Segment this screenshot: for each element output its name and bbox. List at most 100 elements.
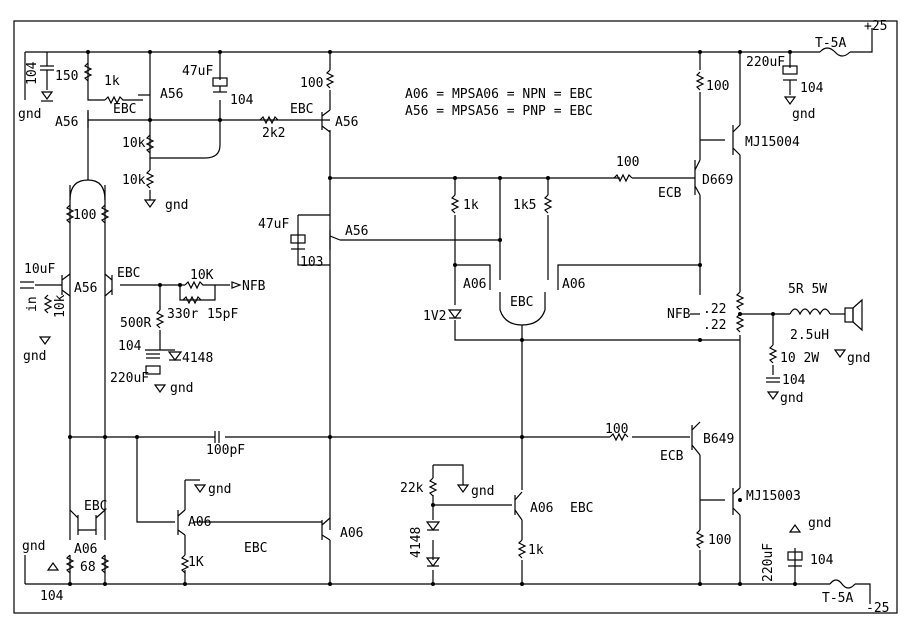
resistor-symbol (184, 280, 213, 290)
component-label: EBC (570, 501, 593, 516)
ground-symbol (40, 91, 54, 102)
component-label: 1k (463, 198, 479, 213)
component-label: 1k (528, 543, 544, 558)
junction-dots (68, 50, 797, 586)
component-label: 104 (782, 373, 806, 388)
capacitor-symbol (145, 353, 161, 375)
component-label: EBC (84, 499, 107, 514)
transistor-symbol (104, 273, 113, 297)
component-label: 10uF (24, 262, 55, 277)
capacitor-symbol (782, 65, 798, 95)
positive-rail-fuse-lead (850, 28, 873, 53)
diode-symbol (447, 309, 463, 319)
resistor-symbol (104, 95, 143, 105)
component-label: 5R 5W (788, 282, 827, 297)
wire (433, 464, 464, 485)
component-label: 220uF (761, 543, 776, 582)
ground-symbol (193, 484, 207, 494)
capacitor-symbol (20, 281, 34, 289)
component-label: gnd (23, 349, 46, 364)
transistor-symbol (321, 109, 331, 133)
resistor-symbol (65, 554, 75, 574)
component-label: 100 (300, 76, 323, 91)
transistor-symbol (732, 487, 741, 516)
resistor-symbol (517, 539, 527, 559)
component-label: 100 (708, 533, 731, 548)
diode-symbol (167, 351, 183, 361)
component-label: 1k (104, 74, 120, 89)
component-label: 4148 (409, 527, 424, 558)
component-label: EBC (117, 266, 140, 281)
transistor-symbol (321, 517, 331, 541)
component-label: D669 (702, 173, 733, 188)
component-label: MJ15003 (746, 489, 801, 504)
wire (136, 437, 175, 523)
component-label: EBC (510, 295, 533, 310)
component-label: 220uF (110, 371, 149, 386)
component-label: 104 (230, 93, 254, 108)
component-label: .22 (703, 318, 726, 333)
component-label: 500R (120, 316, 151, 331)
fuse-top-label: T-5A (815, 36, 846, 51)
component-label: 1K (188, 555, 204, 570)
component-label: A06 (562, 277, 585, 292)
component-label: 2.5uH (790, 328, 829, 343)
capacitor-symbol (212, 77, 228, 93)
fuse-bottom-label: T-5A (822, 591, 853, 606)
ground-symbol (788, 523, 802, 533)
resistor-symbol (428, 477, 438, 497)
component-label: 2k2 (262, 126, 285, 141)
labels: +25 -25 T-5A T-5A A06 = MPSA06 = NPN = E… (18, 19, 889, 616)
resistor-symbol (735, 313, 745, 333)
component-label: B649 (703, 432, 734, 447)
component-label: 10k (53, 294, 68, 318)
legend-line-1: A06 = MPSA06 = NPN = EBC (405, 87, 593, 102)
component-label: EBC (244, 541, 267, 556)
positive-rail-label: +25 (864, 19, 887, 34)
ground-symbol (766, 391, 780, 401)
transistor-symbol (177, 509, 186, 536)
component-label: 10k (122, 136, 146, 151)
resistor-symbol (695, 71, 705, 91)
resistor-symbol (180, 554, 190, 574)
component-label: A56 (160, 87, 183, 102)
component-label: gnd (22, 539, 45, 554)
resistor-symbol (100, 554, 110, 574)
resistor-symbol (609, 432, 629, 442)
component-label: 1V2 (423, 309, 446, 324)
component-label: 104 (118, 339, 142, 354)
wire (297, 215, 330, 266)
legend-line-2: A56 = MPSA56 = PNP = EBC (405, 104, 593, 119)
component-label: A56 (55, 115, 78, 130)
component-label: gnd (780, 391, 803, 406)
component-label: 104 (25, 61, 40, 85)
capacitor-symbol (40, 52, 54, 90)
transistor-symbol (329, 230, 341, 250)
component-label: 47uF (182, 64, 213, 79)
component-label: 104 (810, 553, 834, 568)
component-label: A56 (335, 115, 358, 130)
resistor-symbol (259, 115, 279, 125)
inductor-symbol (789, 308, 831, 316)
ground-symbol (456, 484, 470, 494)
wire (454, 320, 740, 341)
resistor-symbol (768, 344, 778, 364)
component-label: 10K (190, 268, 214, 283)
component-label: 68 (80, 560, 96, 575)
component-label: 100 (616, 155, 639, 170)
transistor-symbol (69, 509, 106, 535)
wire (455, 264, 491, 290)
ground-symbol (833, 349, 847, 359)
component-label: 100 (706, 79, 729, 94)
transistor-symbol (499, 292, 546, 326)
wire (150, 100, 221, 159)
transistor-symbol (61, 273, 71, 297)
capacitor-symbol (214, 431, 220, 443)
component-label: gnd (847, 351, 870, 366)
component-label: 100 (73, 208, 96, 223)
sheet-border (13, 20, 898, 614)
component-label: gnd (170, 381, 193, 396)
component-label: MJ15004 (745, 135, 800, 150)
component-label: A56 (345, 224, 368, 239)
component-label: ECB (658, 186, 682, 201)
